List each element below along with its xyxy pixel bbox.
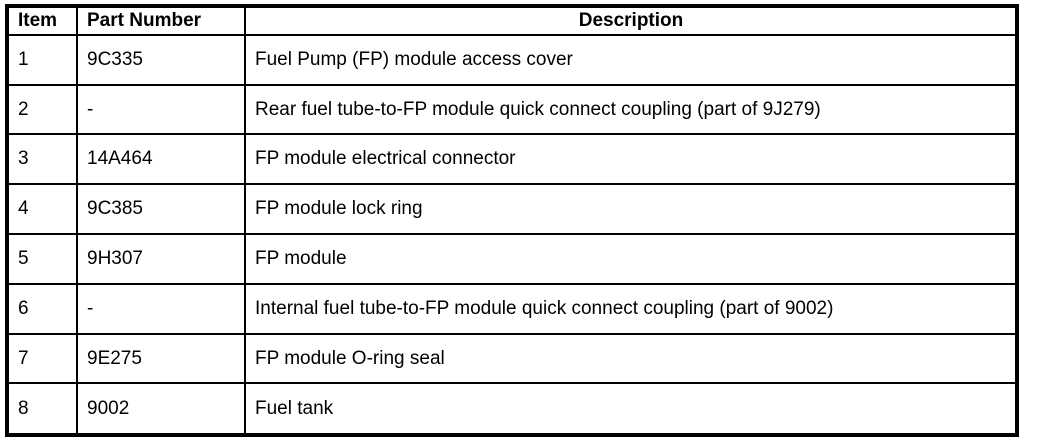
cell-item: 4 <box>6 183 78 235</box>
cell-description: FP module <box>244 232 1018 285</box>
cell-part-number: 14A464 <box>76 133 246 186</box>
table-row: 5 9H307 FP module <box>6 232 1018 285</box>
table-row: 2 - Rear fuel tube-to-FP module quick co… <box>6 83 1018 136</box>
table-row: 1 9C335 Fuel Pump (FP) module access cov… <box>6 33 1018 86</box>
cell-part-number: 9H307 <box>76 232 246 285</box>
cell-description: FP module electrical connector <box>244 133 1018 186</box>
cell-item: 6 <box>6 282 78 335</box>
cell-item: 8 <box>6 382 78 436</box>
cell-part-number: 9E275 <box>76 332 246 385</box>
cell-description: FP module lock ring <box>244 183 1018 235</box>
table-body: 1 9C335 Fuel Pump (FP) module access cov… <box>6 33 1018 436</box>
cell-part-number: 9002 <box>76 382 246 436</box>
column-header-part-number: Part Number <box>76 5 246 36</box>
cell-item: 2 <box>6 83 78 136</box>
table-row: 4 9C385 FP module lock ring <box>6 183 1018 235</box>
cell-description: Fuel tank <box>244 382 1018 436</box>
cell-description: FP module O-ring seal <box>244 332 1018 385</box>
cell-item: 3 <box>6 133 78 186</box>
table-row: 6 - Internal fuel tube-to-FP module quic… <box>6 282 1018 335</box>
table-row: 8 9002 Fuel tank <box>6 382 1018 436</box>
table-row: 7 9E275 FP module O-ring seal <box>6 332 1018 385</box>
cell-description: Rear fuel tube-to-FP module quick connec… <box>244 83 1018 136</box>
header-row: Item Part Number Description <box>6 5 1018 36</box>
parts-table: Item Part Number Description 1 9C335 Fue… <box>5 4 1019 437</box>
cell-item: 5 <box>6 232 78 285</box>
cell-item: 7 <box>6 332 78 385</box>
cell-description: Fuel Pump (FP) module access cover <box>244 33 1018 86</box>
cell-part-number: - <box>76 83 246 136</box>
cell-description: Internal fuel tube-to-FP module quick co… <box>244 282 1018 335</box>
table-row: 3 14A464 FP module electrical connector <box>6 133 1018 186</box>
cell-part-number: 9C335 <box>76 33 246 86</box>
column-header-description: Description <box>244 5 1018 36</box>
cell-item: 1 <box>6 33 78 86</box>
column-header-item: Item <box>6 5 78 36</box>
table-header: Item Part Number Description <box>6 5 1018 36</box>
cell-part-number: 9C385 <box>76 183 246 235</box>
cell-part-number: - <box>76 282 246 335</box>
